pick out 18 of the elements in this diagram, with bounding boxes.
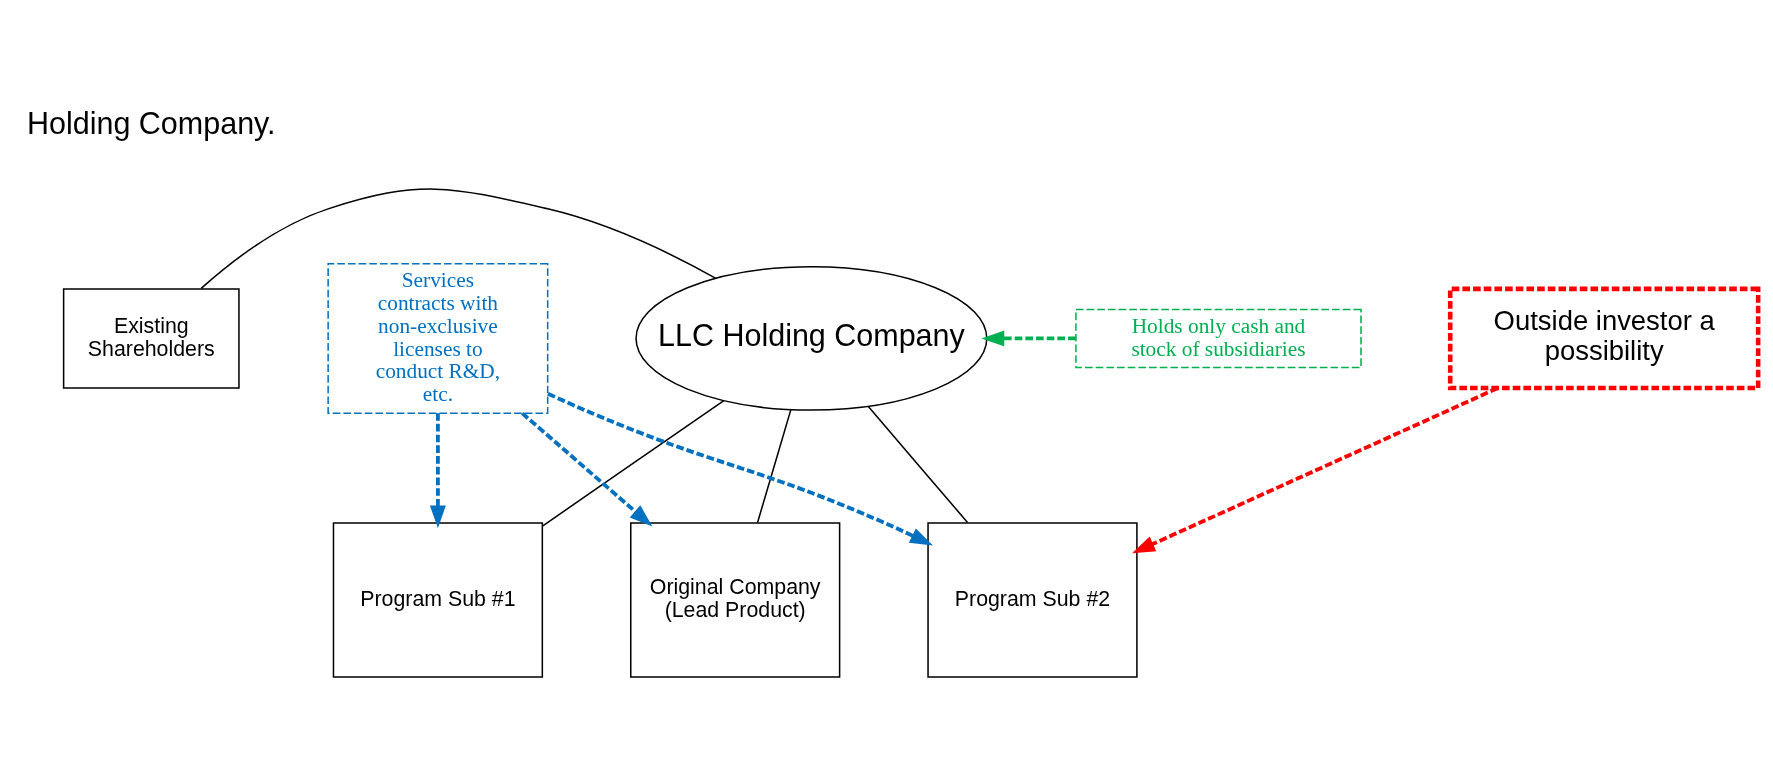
- arrow: [521, 411, 653, 526]
- node-box: Services contracts with non-exclusive licenses to conduct R&D, etc.: [327, 262, 549, 414]
- node-box: Existing Shareholders: [62, 287, 240, 389]
- connector: [867, 405, 969, 523]
- arrow: [1132, 386, 1499, 553]
- node-ellipse: LLC Holding Company: [635, 265, 988, 411]
- connector: [756, 408, 792, 523]
- node-box: Original Company (Lead Product): [630, 521, 841, 678]
- arrow: [429, 412, 446, 528]
- connector: [542, 399, 725, 527]
- arrow: [981, 329, 1076, 346]
- connector: [200, 187, 717, 289]
- node-box: Program Sub #1: [332, 521, 544, 678]
- node-box: Outside investor a possibility: [1447, 286, 1761, 390]
- node-box: Program Sub #2: [927, 521, 1138, 678]
- node-box: Holds only cash and stock of subsidiaries: [1075, 308, 1362, 368]
- arrow: [547, 391, 933, 546]
- label: Holding Company.: [27, 105, 276, 140]
